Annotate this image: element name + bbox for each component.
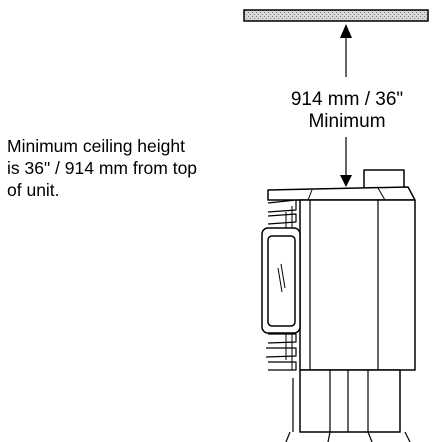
stove-unit [261,169,416,442]
up-arrow-icon [340,24,352,77]
clearance-dimension: 914 mm / 36" [290,89,404,110]
note-line-1: Minimum ceiling height [7,136,185,156]
note-line-3: of unit. [7,180,60,200]
flue-collar [363,169,405,189]
clearance-minimum-label: Minimum [308,111,386,132]
note-line-2: is 36" / 914 mm from top [7,158,198,178]
stove-pedestal [299,369,401,433]
ceiling-plate [243,9,429,22]
stove-top-plate [267,186,416,201]
down-arrow-icon [340,137,352,187]
ceiling-height-note: Minimum ceiling height is 36" / 914 mm f… [7,135,242,201]
door-glass [267,235,296,327]
stove-body [299,199,416,371]
